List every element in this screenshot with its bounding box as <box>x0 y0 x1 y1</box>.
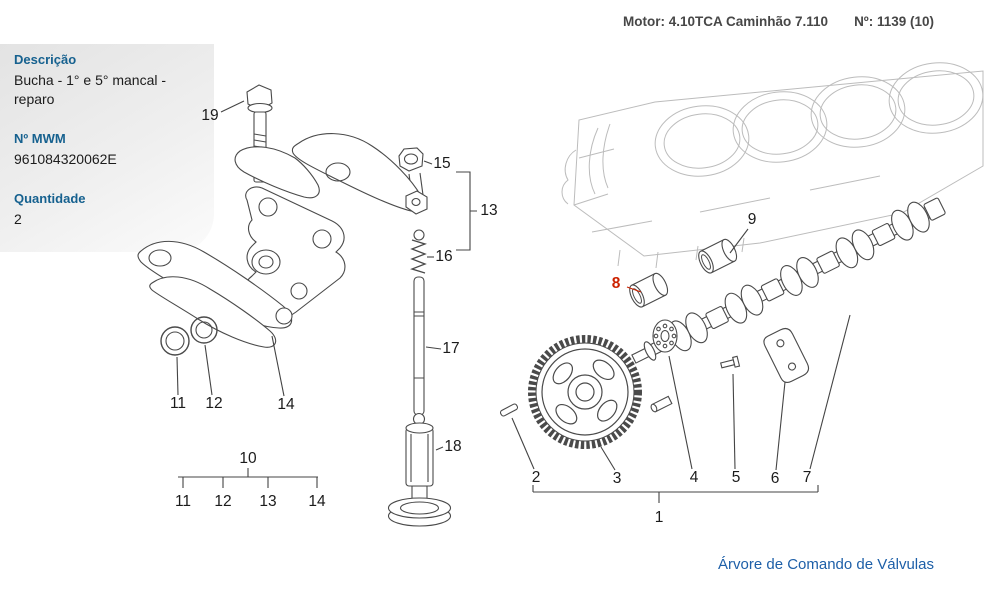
part-callout-17[interactable]: 17 <box>442 340 460 357</box>
rocker-assembly-drawing <box>137 84 428 356</box>
thrust-flange-drawing <box>652 319 678 353</box>
description-section: Descrição Bucha - 1° e 5° mancal - repar… <box>14 52 200 109</box>
part-callout-8-highlighted[interactable]: 8 <box>611 275 621 292</box>
leader-line-4 <box>668 355 693 470</box>
key-drawing <box>499 403 519 417</box>
part-info-panel: Descrição Bucha - 1° e 5° mancal - repar… <box>0 44 214 252</box>
part-callout-5[interactable]: 5 <box>731 469 741 486</box>
part-callout-13[interactable]: 13 <box>480 202 498 219</box>
part-callout-11[interactable]: 11 <box>174 493 192 510</box>
part-callout-10[interactable]: 10 <box>239 450 257 467</box>
part-callout-3[interactable]: 3 <box>612 470 622 487</box>
diagram-title: Árvore de Comando de Válvulas <box>718 556 934 573</box>
leader-line-12 <box>204 344 213 396</box>
description-label: Descrição <box>14 52 77 67</box>
leader-lines <box>176 100 851 471</box>
leader-line-5 <box>732 373 736 470</box>
leader-line-3 <box>600 446 616 471</box>
part-callout-18[interactable]: 18 <box>444 438 462 455</box>
motor-info: Motor: 4.10TCA Caminhão 7.110 <box>623 14 829 29</box>
screw-drawing <box>720 355 741 369</box>
leader-line-14 <box>271 335 285 397</box>
camshaft-drawing <box>631 197 946 364</box>
thrust-plate-drawing <box>763 327 810 384</box>
quantity-value: 2 <box>14 210 22 227</box>
part-callout-2[interactable]: 2 <box>531 469 541 486</box>
description-value: Bucha - 1° e 5° mancal - reparo <box>14 72 167 107</box>
sheet-number: Nº: 1139 (10) <box>854 14 935 29</box>
part-callout-19[interactable]: 19 <box>201 107 219 124</box>
timing-gear-drawing <box>528 335 642 449</box>
mwm-label: Nº MWM <box>14 130 66 146</box>
engine-block-drawing <box>561 62 984 269</box>
part-callout-12[interactable]: 12 <box>214 493 232 510</box>
leader-line-6 <box>775 381 786 471</box>
leader-line-19 <box>220 100 245 113</box>
part-callout-1[interactable]: 1 <box>654 509 664 526</box>
part-callout-14[interactable]: 14 <box>277 396 295 413</box>
bushing-9-drawing <box>698 238 738 274</box>
header: Motor: 4.10TCA Caminhão 7.110 Nº: 1139 (… <box>623 14 934 29</box>
part-callout-4[interactable]: 4 <box>689 469 699 486</box>
part-callout-7[interactable]: 7 <box>802 469 812 486</box>
part-callout-13[interactable]: 13 <box>259 493 277 510</box>
leader-line-2 <box>511 417 535 470</box>
part-callout-11[interactable]: 11 <box>169 395 187 412</box>
bushing-8-drawing <box>629 272 669 308</box>
callout-brackets <box>178 171 819 503</box>
leader-line-11 <box>176 356 179 396</box>
quantity-label: Quantidade <box>14 190 86 206</box>
quantity-section: Quantidade 2 <box>14 191 200 229</box>
part-callout-9[interactable]: 9 <box>747 211 757 228</box>
leader-line-9 <box>729 228 749 254</box>
mwm-number-section: Nº MWM 961084320062E <box>14 131 200 169</box>
leader-line-7 <box>809 314 851 470</box>
part-callout-6[interactable]: 6 <box>770 470 780 487</box>
pushrod-tappet-drawing <box>387 229 452 527</box>
part-callout-15[interactable]: 15 <box>433 155 451 172</box>
leader-line-8 <box>626 286 642 293</box>
dowel-pin-drawing <box>650 395 673 413</box>
leader-line-17 <box>425 346 442 350</box>
part-callout-16[interactable]: 16 <box>435 248 453 265</box>
part-callout-12[interactable]: 12 <box>205 395 223 412</box>
part-callout-14[interactable]: 14 <box>308 493 326 510</box>
mwm-value: 961084320062E <box>14 150 117 167</box>
leader-line-15 <box>423 160 433 165</box>
leader-line-18 <box>435 446 444 451</box>
